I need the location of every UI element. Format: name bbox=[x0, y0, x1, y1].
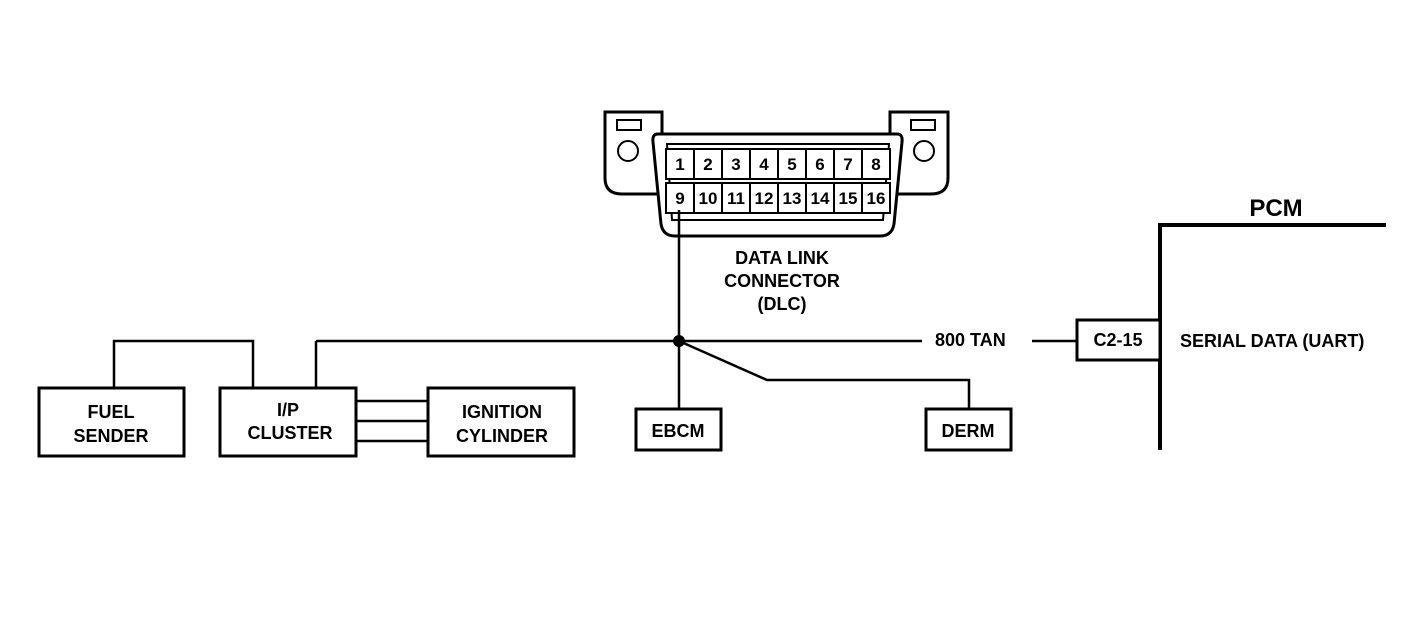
dlc-pin-cell-13 bbox=[777, 182, 807, 214]
dlc-pin-cell-5 bbox=[777, 148, 807, 180]
dlc-pin-15: 15 bbox=[839, 189, 858, 208]
fuel-sender-box bbox=[37, 386, 186, 458]
dlc-pin-9: 9 bbox=[675, 189, 684, 208]
ebcm-module: EBCM bbox=[634, 407, 723, 452]
dlc-pin-cell-1 bbox=[665, 148, 695, 180]
ip-cluster-label-1: I/P bbox=[277, 400, 299, 420]
dlc-pin-5: 5 bbox=[787, 155, 796, 174]
dlc-pin-11: 11 bbox=[727, 189, 745, 208]
derm-module: DERM bbox=[924, 407, 1013, 452]
ebcm-label: EBCM bbox=[652, 421, 705, 441]
ignition-cylinder-label-2: CYLINDER bbox=[456, 426, 548, 446]
ip-cluster-label-2: CLUSTER bbox=[248, 423, 333, 443]
dlc-pin-13: 13 bbox=[783, 189, 802, 208]
dlc-label-line-3: (DLC) bbox=[758, 294, 807, 314]
fuel-sender-label-2: SENDER bbox=[73, 426, 148, 446]
wire-bus-to-derm bbox=[678, 339, 971, 409]
dlc-pin-7: 7 bbox=[843, 155, 852, 174]
splice-junction bbox=[673, 335, 685, 347]
dlc-right-tab-notch bbox=[910, 119, 936, 131]
ignition-cylinder-box bbox=[426, 386, 576, 458]
dlc-label-line-1: DATA LINK bbox=[735, 248, 829, 268]
derm-box bbox=[924, 407, 1013, 452]
dlc-pin-10: 10 bbox=[699, 189, 718, 208]
dlc-pin-16: 16 bbox=[867, 189, 886, 208]
dlc-pin-14: 14 bbox=[811, 189, 830, 208]
dlc-pin-1: 1 bbox=[675, 155, 684, 174]
dlc-pin-4: 4 bbox=[759, 155, 769, 174]
pcm-circuit-label: SERIAL DATA (UART) bbox=[1180, 331, 1364, 351]
pcm-title: PCM bbox=[1249, 195, 1302, 222]
dlc-label-line-2: CONNECTOR bbox=[724, 271, 840, 291]
fuel-sender-module: FUEL SENDER bbox=[37, 386, 186, 458]
dlc-pin-cell-3 bbox=[721, 148, 751, 180]
wire-fuel-sender-to-cluster bbox=[112, 339, 255, 388]
dlc-pin-cell-6 bbox=[805, 148, 835, 180]
ebcm-box bbox=[634, 407, 723, 452]
dlc-pin-cell-16 bbox=[861, 182, 891, 214]
pcm-terminal-box bbox=[1075, 318, 1162, 362]
dlc-pin-cell-8 bbox=[861, 148, 891, 180]
dlc-left-tab-notch bbox=[616, 119, 642, 131]
dlc-pin-6: 6 bbox=[815, 155, 824, 174]
derm-label: DERM bbox=[942, 421, 995, 441]
dlc-right-mount-hole bbox=[913, 140, 935, 162]
ignition-cylinder-module: IGNITION CYLINDER bbox=[426, 386, 576, 458]
wire-label-800-tan: 800 TAN bbox=[935, 330, 1006, 350]
dlc-left-mount-hole bbox=[617, 140, 639, 162]
ip-cluster-module: I/P CLUSTER bbox=[218, 386, 358, 458]
fuel-sender-label-1: FUEL bbox=[88, 402, 135, 422]
pcm-module: PCM C2-15 SERIAL DATA (UART) bbox=[1075, 195, 1386, 450]
ignition-cylinder-label-1: IGNITION bbox=[462, 402, 542, 422]
dlc-pin-cell-14 bbox=[805, 182, 835, 214]
dlc-pin-cell-15 bbox=[833, 182, 863, 214]
dlc-pin-3: 3 bbox=[731, 155, 740, 174]
dlc-pin-2: 2 bbox=[703, 155, 712, 174]
dlc-pin-cell-11 bbox=[721, 182, 751, 214]
dlc-pin-12: 12 bbox=[755, 189, 774, 208]
dlc-pin-cell-4 bbox=[749, 148, 779, 180]
pcm-terminal-label: C2-15 bbox=[1093, 330, 1142, 350]
ip-cluster-box bbox=[218, 386, 358, 458]
pcm-boundary bbox=[1158, 223, 1386, 450]
dlc-pin-8: 8 bbox=[871, 155, 880, 174]
